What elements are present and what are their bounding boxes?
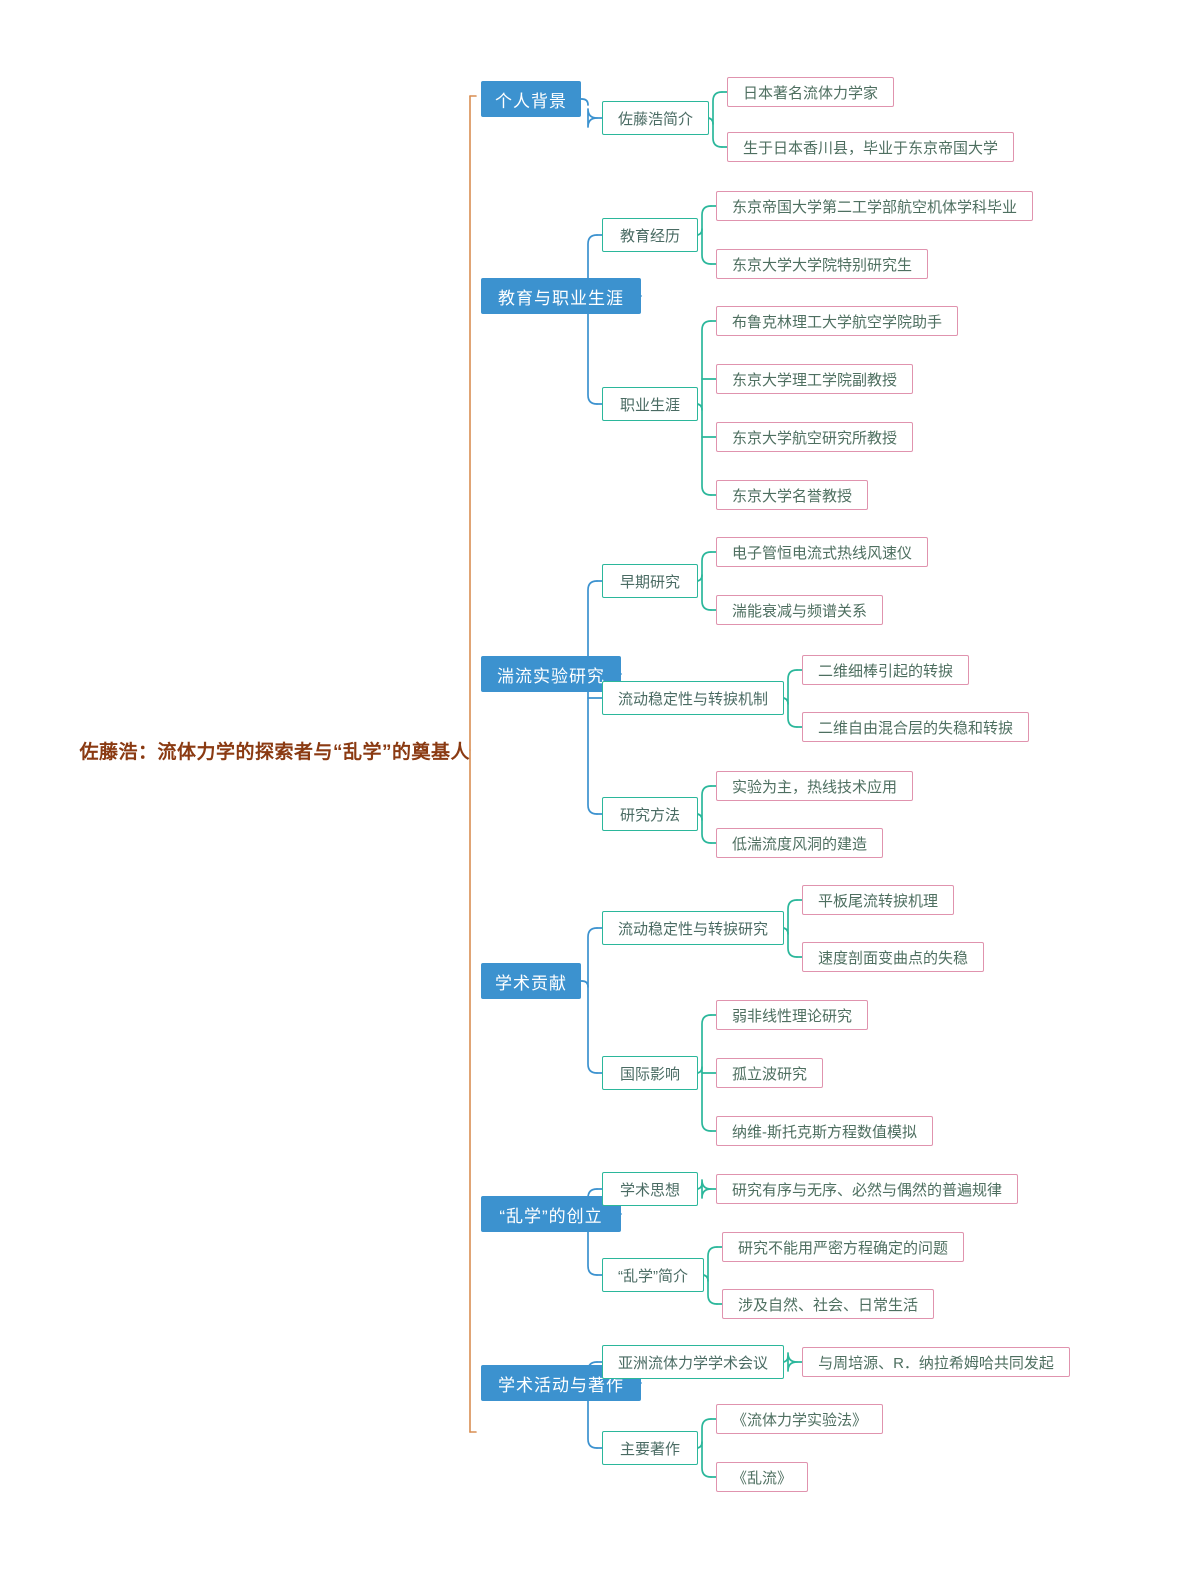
- branch-node-b4[interactable]: 学术贡献: [481, 963, 581, 999]
- connector: [787, 899, 798, 958]
- connector: [701, 1418, 712, 1478]
- leaf-node[interactable]: 与周培源、R．纳拉希姆哈共同发起: [802, 1347, 1070, 1377]
- subtopic-node[interactable]: 亚洲流体力学学术会议: [602, 1345, 784, 1379]
- leaf-node[interactable]: 东京大学名誉教授: [716, 480, 868, 510]
- connector: [787, 1352, 798, 1372]
- leaf-node[interactable]: 生于日本香川县，毕业于东京帝国大学: [727, 132, 1014, 162]
- leaf-node[interactable]: 《流体力学实验法》: [716, 1404, 883, 1434]
- connector: [701, 320, 712, 496]
- connector: [701, 551, 712, 611]
- subtopic-node[interactable]: 职业生涯: [602, 387, 698, 421]
- subtopic-node[interactable]: 早期研究: [602, 564, 698, 598]
- leaf-node[interactable]: 东京帝国大学第二工学部航空机体学科毕业: [716, 191, 1033, 221]
- connector: [787, 669, 798, 728]
- connector: [712, 91, 723, 148]
- connector: [701, 205, 712, 265]
- leaf-node[interactable]: 平板尾流转捩机理: [802, 885, 954, 915]
- branch-node-b1[interactable]: 个人背景: [481, 81, 581, 117]
- connector: [581, 980, 589, 988]
- connector: [701, 785, 712, 844]
- subtopic-node[interactable]: 教育经历: [602, 218, 698, 252]
- leaf-node[interactable]: 二维自由混合层的失稳和转捩: [802, 712, 1029, 742]
- connector: [587, 927, 598, 1074]
- branch-node-b5[interactable]: “乱学”的创立: [481, 1196, 621, 1232]
- subtopic-node[interactable]: 学术思想: [602, 1172, 698, 1206]
- leaf-node[interactable]: 弱非线性理论研究: [716, 1000, 868, 1030]
- leaf-node[interactable]: 纳维-斯托克斯方程数值模拟: [716, 1116, 933, 1146]
- leaf-node[interactable]: 孤立波研究: [716, 1058, 823, 1088]
- leaf-node[interactable]: 湍能衰减与频谱关系: [716, 595, 883, 625]
- leaf-node[interactable]: 二维细棒引起的转捩: [802, 655, 969, 685]
- subtopic-node[interactable]: 主要著作: [602, 1431, 698, 1465]
- connector: [587, 580, 598, 815]
- leaf-node[interactable]: 东京大学航空研究所教授: [716, 422, 913, 452]
- branch-node-b2[interactable]: 教育与职业生涯: [481, 278, 641, 314]
- connector: [707, 1246, 718, 1305]
- subtopic-node[interactable]: 佐藤浩简介: [602, 101, 709, 135]
- connector: [587, 234, 598, 405]
- leaf-node[interactable]: 研究有序与无序、必然与偶然的普遍规律: [716, 1174, 1018, 1204]
- subtopic-node[interactable]: 研究方法: [602, 797, 698, 831]
- subtopic-node[interactable]: “乱学”简介: [602, 1258, 704, 1292]
- root-title: 佐藤浩：流体力学的探索者与“乱学”的奠基人: [79, 741, 470, 763]
- leaf-node[interactable]: 日本著名流体力学家: [727, 77, 894, 107]
- leaf-node[interactable]: 实验为主，热线技术应用: [716, 771, 913, 801]
- leaf-node[interactable]: 东京大学大学院特别研究生: [716, 249, 928, 279]
- leaf-node[interactable]: 电子管恒电流式热线风速仪: [716, 537, 928, 567]
- leaf-node[interactable]: 低湍流度风洞的建造: [716, 828, 883, 858]
- subtopic-node[interactable]: 流动稳定性与转捩机制: [602, 681, 784, 715]
- connector: [581, 98, 589, 106]
- connector: [701, 1014, 712, 1132]
- leaf-node[interactable]: 《乱流》: [716, 1462, 808, 1492]
- leaf-node[interactable]: 研究不能用严密方程确定的问题: [722, 1232, 964, 1262]
- leaf-node[interactable]: 涉及自然、社会、日常生活: [722, 1289, 934, 1319]
- subtopic-node[interactable]: 流动稳定性与转捩研究: [602, 911, 784, 945]
- branch-node-b3[interactable]: 湍流实验研究: [481, 656, 621, 692]
- subtopic-node[interactable]: 国际影响: [602, 1056, 698, 1090]
- leaf-node[interactable]: 布鲁克林理工大学航空学院助手: [716, 306, 958, 336]
- leaf-node[interactable]: 东京大学理工学院副教授: [716, 364, 913, 394]
- connector: [587, 108, 598, 128]
- connector: [701, 1179, 712, 1199]
- leaf-node[interactable]: 速度剖面变曲点的失稳: [802, 942, 984, 972]
